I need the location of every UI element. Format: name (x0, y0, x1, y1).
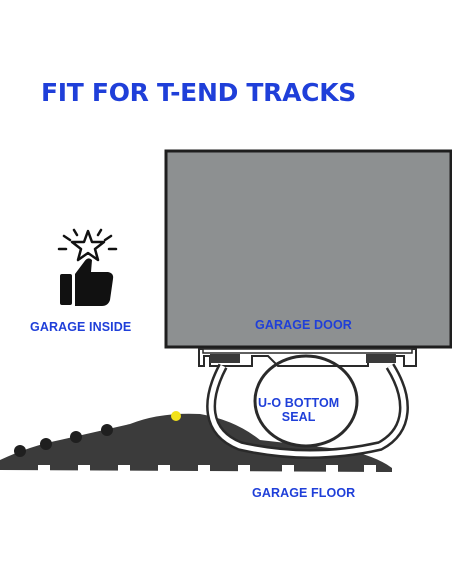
u-o-bottom-seal (206, 354, 409, 459)
garage-door-label: GARAGE DOOR (255, 318, 352, 332)
garage-door-panel (164, 149, 452, 349)
seal-label-line1: U-O BOTTOM (258, 396, 340, 410)
seal-label: U-O BOTTOM SEAL (258, 396, 339, 424)
page-heading: FIT FOR T-END TRACKS (41, 78, 357, 107)
thumbs-up-star-icon (57, 228, 118, 306)
garage-inside-label: GARAGE INSIDE (30, 320, 132, 334)
garage-floor-label: GARAGE FLOOR (252, 486, 356, 500)
seal-label-line2: SEAL (281, 410, 316, 424)
